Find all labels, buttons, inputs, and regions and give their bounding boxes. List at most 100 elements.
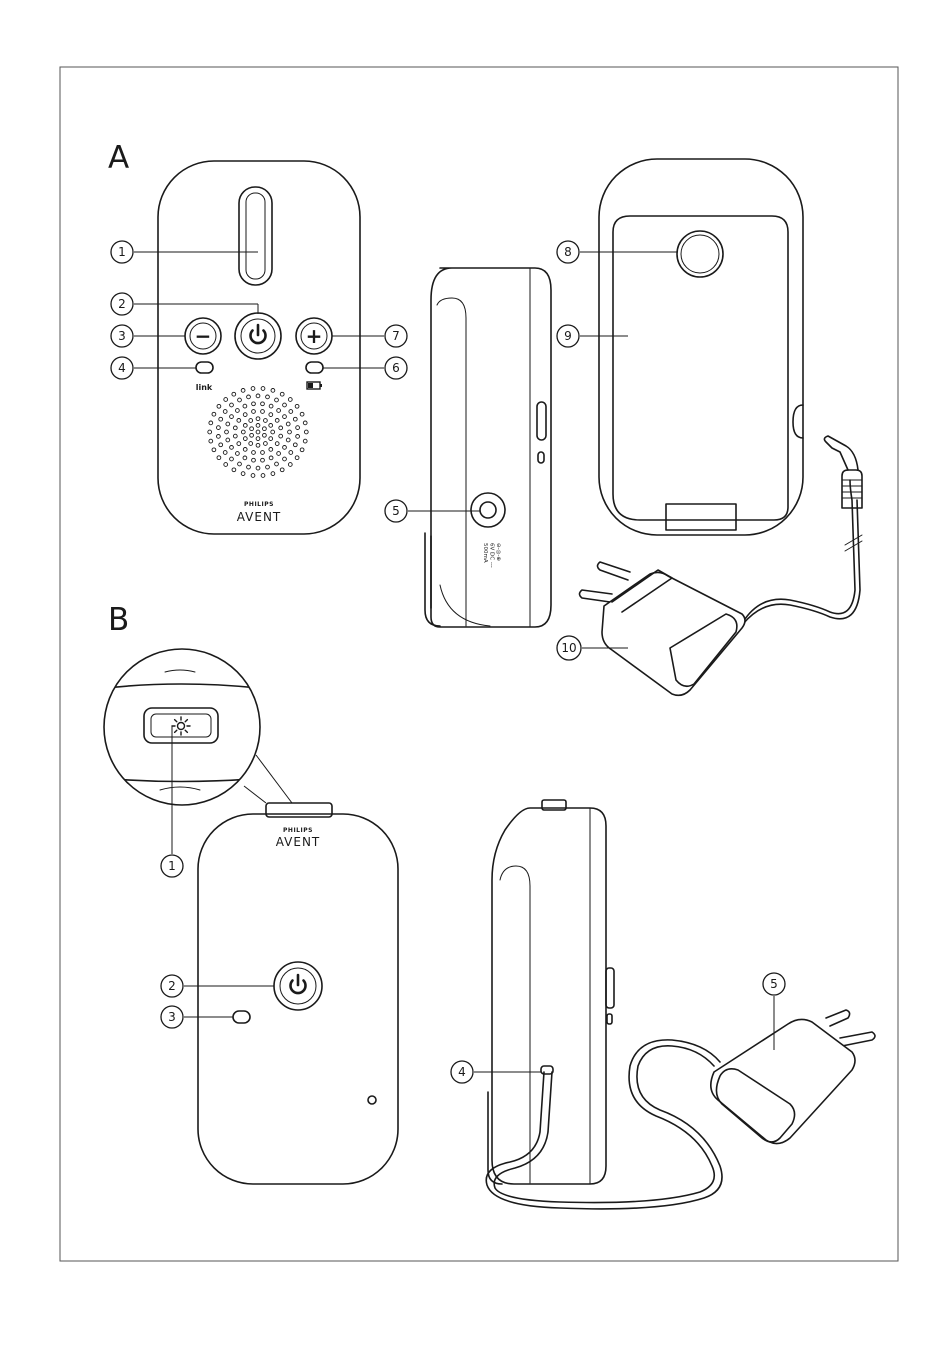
battery-light bbox=[306, 362, 323, 373]
speaker-hole bbox=[224, 463, 228, 467]
speaker-hole bbox=[252, 451, 256, 455]
speaker-hole bbox=[241, 472, 245, 476]
speaker-hole bbox=[280, 468, 284, 472]
power-icon bbox=[251, 325, 266, 343]
speaker-hole bbox=[277, 409, 281, 413]
speaker-hole bbox=[251, 387, 255, 391]
dc-socket bbox=[480, 502, 496, 518]
speaker-hole bbox=[237, 419, 241, 423]
cover-release-inner bbox=[681, 235, 719, 273]
side-body bbox=[431, 268, 551, 627]
speaker-hole bbox=[236, 452, 240, 456]
speaker-hole bbox=[256, 466, 260, 470]
battery-cover bbox=[613, 216, 788, 520]
svg-text:8: 8 bbox=[564, 245, 572, 259]
power-marking: ⊖-◎-⊕ 6V DC --- 500mA bbox=[482, 543, 501, 568]
speaker-hole bbox=[275, 442, 279, 446]
svg-text:9: 9 bbox=[564, 329, 572, 343]
speaker-hole bbox=[256, 424, 260, 428]
baby-brand-avent: AVENT bbox=[276, 835, 321, 849]
speaker-hole bbox=[261, 451, 265, 455]
nightlight-zoom bbox=[90, 649, 292, 805]
speaker-hole bbox=[283, 415, 287, 419]
speaker-hole bbox=[217, 404, 221, 408]
microphone-hole bbox=[368, 1096, 376, 1104]
zoom-leader-2 bbox=[244, 786, 266, 803]
speaker-hole bbox=[288, 463, 292, 467]
svg-text:2: 2 bbox=[168, 979, 176, 993]
callout-a10: 10 bbox=[557, 636, 581, 660]
speaker-hole bbox=[209, 421, 213, 425]
speaker-hole bbox=[279, 426, 283, 430]
sound-level-lights bbox=[239, 187, 272, 285]
zoom-top-detail bbox=[165, 670, 195, 672]
speaker-hole bbox=[252, 458, 256, 462]
speaker-hole bbox=[256, 394, 260, 398]
svg-text:6: 6 bbox=[392, 361, 400, 375]
speaker-hole bbox=[261, 387, 265, 391]
parent-unit-back bbox=[599, 159, 803, 535]
parent-unit-side: ⊖-◎-⊕ 6V DC --- 500mA bbox=[425, 268, 551, 627]
speaker-hole bbox=[243, 448, 247, 452]
speaker-hole bbox=[283, 403, 287, 407]
speaker-hole bbox=[212, 448, 216, 452]
speaker-hole bbox=[238, 462, 242, 466]
plus-icon: + bbox=[306, 324, 323, 348]
marking-voltage: 6V DC --- bbox=[489, 543, 495, 568]
speaker-hole bbox=[230, 446, 234, 450]
speaker-hole bbox=[233, 434, 237, 438]
speaker-hole bbox=[275, 398, 279, 402]
speaker-hole bbox=[288, 398, 292, 402]
power-button[interactable] bbox=[235, 313, 281, 359]
speaker-hole bbox=[256, 417, 260, 421]
speaker-hole bbox=[249, 419, 253, 423]
speaker-hole bbox=[238, 398, 242, 402]
nightlight-button[interactable] bbox=[144, 708, 218, 743]
speaker-hole bbox=[241, 389, 245, 393]
speaker-hole bbox=[293, 417, 297, 421]
brand-philips: PHILIPS bbox=[244, 501, 274, 508]
baby-power-button[interactable] bbox=[274, 962, 322, 1010]
sound-level-lights-inner bbox=[246, 193, 265, 279]
link-light bbox=[196, 362, 213, 373]
speaker-hole bbox=[250, 433, 254, 437]
speaker-hole bbox=[288, 430, 292, 434]
baby-power-light bbox=[233, 1011, 250, 1023]
speaker-hole bbox=[296, 435, 300, 439]
speaker-hole bbox=[230, 415, 234, 419]
adapter-b bbox=[486, 1010, 875, 1209]
adapter-b-body bbox=[711, 1019, 855, 1143]
speaker-hole bbox=[295, 456, 299, 460]
callout-b3: 3 bbox=[161, 1006, 183, 1028]
side-button-small bbox=[607, 1014, 612, 1024]
speaker-hole bbox=[249, 442, 253, 446]
svg-text:2: 2 bbox=[118, 297, 126, 311]
side-clip-tail bbox=[425, 533, 440, 626]
speaker-hole bbox=[303, 421, 307, 425]
speaker-hole bbox=[226, 438, 230, 442]
volume-up-button[interactable]: + bbox=[296, 318, 332, 354]
baby-brand-philips: PHILIPS bbox=[283, 827, 313, 834]
section-b-letter: B bbox=[108, 602, 129, 638]
speaker-hole bbox=[252, 410, 256, 414]
power-icon bbox=[291, 975, 306, 993]
speaker-hole bbox=[277, 452, 281, 456]
speaker-hole bbox=[223, 410, 227, 414]
volume-down-button[interactable]: − bbox=[185, 318, 221, 354]
svg-text:1: 1 bbox=[168, 859, 176, 873]
callout-b2: 2 bbox=[161, 975, 183, 997]
brand-avent: AVENT bbox=[237, 510, 282, 524]
speaker-hole bbox=[271, 430, 275, 434]
dc-socket-outer bbox=[471, 493, 505, 527]
callout-a4: 4 bbox=[111, 357, 133, 379]
callout-a8: 8 bbox=[557, 241, 579, 263]
sun-icon bbox=[172, 717, 190, 735]
side-clip bbox=[437, 298, 466, 626]
speaker-hole bbox=[304, 430, 308, 434]
side-button-small bbox=[538, 452, 544, 463]
speaker-hole bbox=[243, 456, 247, 460]
callout-a5: 5 bbox=[385, 500, 407, 522]
callout-a1: 1 bbox=[111, 241, 133, 263]
